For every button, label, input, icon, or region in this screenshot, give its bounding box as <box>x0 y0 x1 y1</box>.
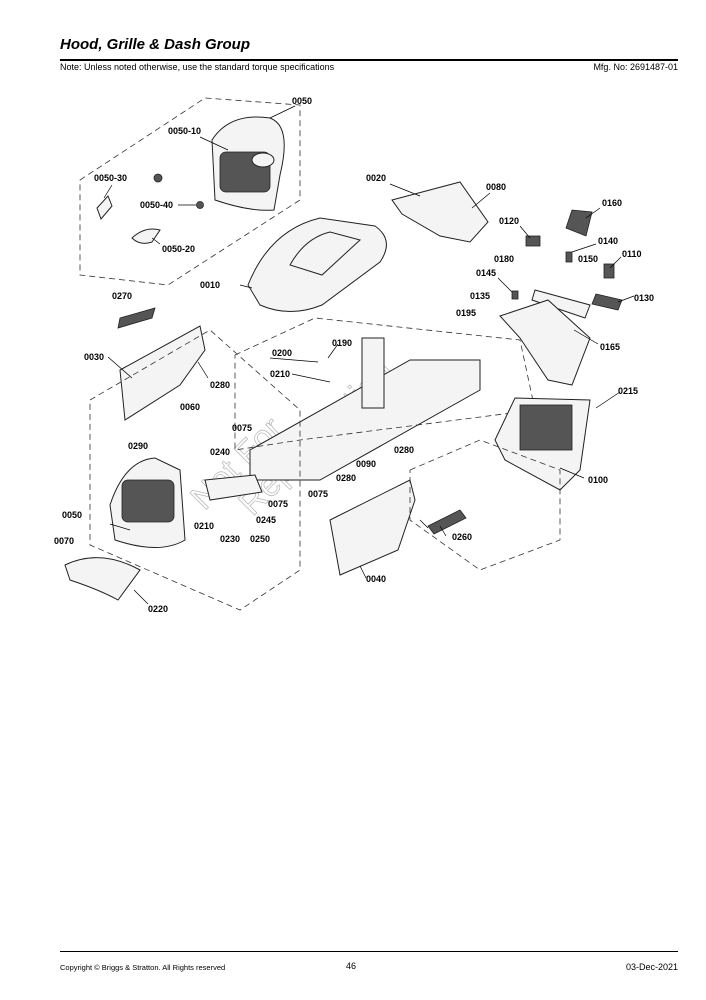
callout-0220: 0220 <box>148 604 168 614</box>
callout-0050-top: 0050 <box>292 96 312 106</box>
callout-0075-upper: 0075 <box>232 423 252 433</box>
callout-0060: 0060 <box>180 402 200 412</box>
callout-0190: 0190 <box>332 338 352 348</box>
callout-0165: 0165 <box>600 342 620 352</box>
callout-0050-10: 0050-10 <box>168 126 201 136</box>
callout-0150: 0150 <box>578 254 598 264</box>
callout-0075-lower: 0075 <box>268 499 288 509</box>
knob-0110 <box>603 263 615 279</box>
decal-0260 <box>427 509 467 535</box>
clip-0050-40a <box>153 173 163 183</box>
grille-assembly-top <box>211 116 285 211</box>
lower-group-outline <box>89 329 301 611</box>
callout-0180: 0180 <box>494 254 514 264</box>
callout-0160: 0160 <box>602 198 622 208</box>
callout-0200: 0200 <box>272 348 292 358</box>
bolt-0145 <box>511 290 519 300</box>
callout-0050-30: 0050-30 <box>94 173 127 183</box>
publish-date: 03-Dec-2021 <box>625 962 678 972</box>
callout-0195: 0195 <box>456 308 476 318</box>
switch-0120 <box>525 235 541 247</box>
steering-cover <box>565 209 593 237</box>
mfg-number: Mfg. No: 2691487-01 <box>593 62 678 72</box>
callout-0145: 0145 <box>476 268 496 278</box>
page-number: 46 <box>346 961 357 971</box>
dash-panel <box>391 181 489 243</box>
callout-labels: 0050 0050-10 0050-30 0050-40 0050-20 002… <box>54 96 654 614</box>
front-grille <box>494 397 591 491</box>
page-title: Hood, Grille & Dash Group <box>60 36 251 53</box>
callout-0070: 0070 <box>54 536 74 546</box>
callout-0215: 0215 <box>618 386 638 396</box>
badge-0050-30 <box>96 195 113 220</box>
callout-0040: 0040 <box>366 574 386 584</box>
callout-0090: 0090 <box>356 459 376 469</box>
callout-0270: 0270 <box>112 291 132 301</box>
side-group-outline <box>409 439 561 571</box>
callout-0080: 0080 <box>486 182 506 192</box>
clip-0050-40b <box>196 201 204 209</box>
callout-0050-20: 0050-20 <box>162 244 195 254</box>
grille-kit-inset <box>79 97 301 286</box>
callout-0100: 0100 <box>588 475 608 485</box>
callout-0230: 0230 <box>220 534 240 544</box>
callout-0280-left: 0280 <box>210 380 230 390</box>
callout-0050-40: 0050-40 <box>140 200 173 210</box>
bracket-0240 <box>204 474 263 501</box>
callout-0010: 0010 <box>200 280 220 290</box>
hood <box>247 217 387 312</box>
callout-0280-mid: 0280 <box>336 473 356 483</box>
callout-0110: 0110 <box>622 249 642 259</box>
exploded-parts-diagram: Not For Reproduction <box>54 96 654 614</box>
footer-rule <box>60 951 678 952</box>
callout-0120: 0120 <box>499 216 519 226</box>
callout-0240: 0240 <box>210 447 230 457</box>
frame-chassis <box>249 337 481 481</box>
callout-0050-lower: 0050 <box>62 510 82 520</box>
grille-assembly-lower <box>109 457 186 548</box>
callout-0210-upper: 0210 <box>270 369 290 379</box>
side-panel-right <box>329 479 416 576</box>
torque-note: Note: Unless noted otherwise, use the st… <box>60 62 335 72</box>
callout-0130: 0130 <box>634 293 654 303</box>
callout-0020: 0020 <box>366 173 386 183</box>
callout-0140: 0140 <box>598 236 618 246</box>
callout-0135: 0135 <box>470 291 490 301</box>
callout-0245: 0245 <box>256 515 276 525</box>
callout-0280-right: 0280 <box>394 445 414 455</box>
callout-0260: 0260 <box>452 532 472 542</box>
callout-0250: 0250 <box>250 534 270 544</box>
callout-0290: 0290 <box>128 441 148 451</box>
emblem-0050-20 <box>131 228 161 244</box>
copyright-text: Copyright © Briggs & Stratton. All Right… <box>60 963 226 972</box>
decal-0270 <box>117 307 156 329</box>
dash-housing <box>499 299 591 386</box>
decal-0130 <box>591 293 623 311</box>
leader-lines <box>103 105 635 605</box>
bumper-0070 <box>64 557 141 601</box>
callout-0210-lower: 0210 <box>194 521 214 531</box>
callout-0030: 0030 <box>84 352 104 362</box>
side-panel-left <box>119 325 206 421</box>
dash-insert-0135 <box>531 289 591 319</box>
callout-0075-mid: 0075 <box>308 489 328 499</box>
key-0150 <box>565 251 573 263</box>
header-rule <box>60 59 678 61</box>
